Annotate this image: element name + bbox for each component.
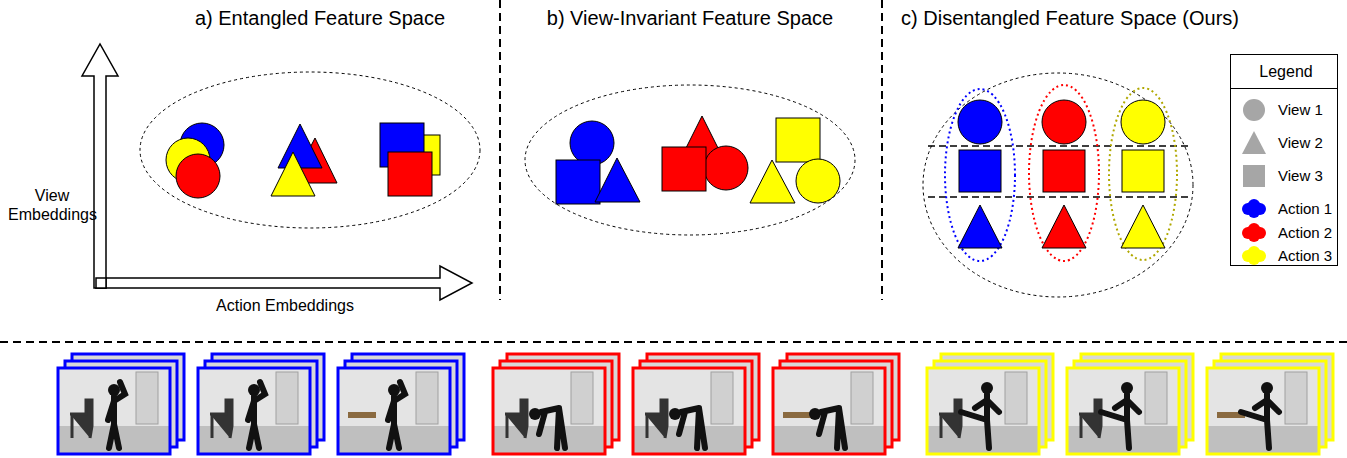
dividers [0,0,1347,342]
legend-text: Action 1 [1278,200,1332,218]
frame-stack [198,354,324,454]
frame-stack [1067,354,1193,454]
legend-text: Action 2 [1278,224,1332,242]
legend-text: Action 3 [1278,247,1332,265]
legend-text: View 3 [1278,167,1323,185]
legend-swatch [1240,163,1268,189]
panel-title: c) Disentangled Feature Space (Ours) [901,6,1239,30]
legend-swatch [1240,97,1268,123]
legend-title: Legend [1259,62,1312,81]
frame-stack [493,354,619,454]
legend-swatch [1240,196,1268,222]
video-frames [58,354,1333,454]
panel-title: a) Entangled Feature Space [195,6,445,30]
legend-swatch [1240,243,1268,269]
panel-title: b) View-Invariant Feature Space [547,6,833,30]
frame-stack [58,354,184,454]
feature-space-c [923,73,1193,297]
feature-space-b [525,85,855,235]
legend-text: View 1 [1278,101,1323,119]
axes [82,44,472,300]
legend-swatch [1240,220,1268,246]
feature-space-a [140,72,480,228]
frame-stack [633,354,759,454]
frame-stack [338,354,464,454]
legend-swatch [1240,130,1268,156]
frame-stack [1207,354,1333,454]
frame-stack [773,354,899,454]
legend-text: View 2 [1278,134,1323,152]
axis-label: View Embeddings [8,186,96,224]
axis-label: Action Embeddings [216,296,354,315]
legend-separator [1230,88,1338,89]
frame-stack [927,354,1053,454]
